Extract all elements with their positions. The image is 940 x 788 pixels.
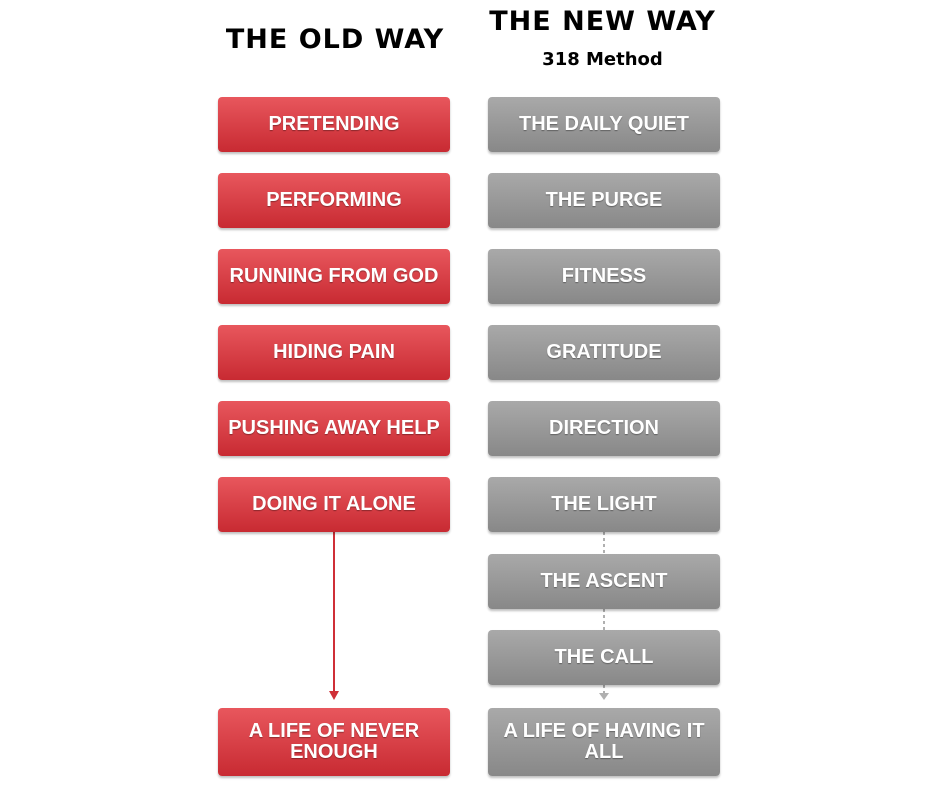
- new-way-heading: THE NEW WAY: [489, 6, 716, 37]
- new-way-result: A LIFE OF HAVING IT ALL: [488, 708, 720, 776]
- new-way-step: THE DAILY QUIET: [488, 97, 720, 152]
- new-way-arrow-head: [599, 693, 609, 700]
- new-way-step: THE PURGE: [488, 173, 720, 228]
- new-way-step: DIRECTION: [488, 401, 720, 456]
- old-way-step: PUSHING AWAY HELP: [218, 401, 450, 456]
- old-way-arrow-head: [329, 691, 339, 700]
- new-way-step: THE CALL: [488, 630, 720, 685]
- old-way-step: HIDING PAIN: [218, 325, 450, 380]
- old-way-result: A LIFE OF NEVER ENOUGH: [218, 708, 450, 776]
- old-way-heading: THE OLD WAY: [225, 24, 445, 55]
- new-way-step: THE ASCENT: [488, 554, 720, 609]
- new-way-step: FITNESS: [488, 249, 720, 304]
- new-way-step: THE LIGHT: [488, 477, 720, 532]
- new-way-subheading: 318 Method: [542, 49, 663, 70]
- old-way-step: PERFORMING: [218, 173, 450, 228]
- old-way-step: DOING IT ALONE: [218, 477, 450, 532]
- old-way-step: RUNNING FROM GOD: [218, 249, 450, 304]
- old-way-step: PRETENDING: [218, 97, 450, 152]
- new-way-step: GRATITUDE: [488, 325, 720, 380]
